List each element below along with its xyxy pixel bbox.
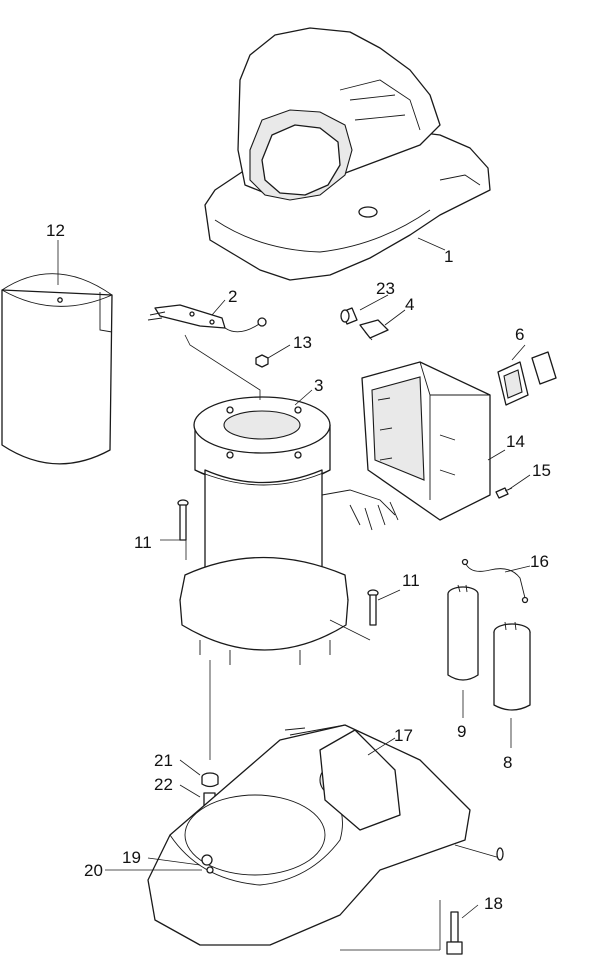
part-bolt-18 xyxy=(446,911,463,955)
part-clip xyxy=(359,319,389,341)
part-capacitor-9 xyxy=(447,584,479,681)
part-motor xyxy=(179,396,399,665)
callout-3: 3 xyxy=(314,376,323,395)
part-base xyxy=(147,724,504,946)
callout-16: 16 xyxy=(530,552,549,571)
callout-23: 23 xyxy=(376,279,395,298)
callout-8: 8 xyxy=(503,753,512,772)
part-capacitor-8 xyxy=(493,621,531,711)
callout-1: 1 xyxy=(444,247,453,266)
part-connector xyxy=(340,307,358,325)
callout-19: 19 xyxy=(122,848,141,867)
callout-6: 6 xyxy=(515,325,524,344)
callout-18: 18 xyxy=(484,894,503,913)
part-bracket xyxy=(147,304,267,333)
callout-13: 13 xyxy=(293,333,312,352)
callout-11-left: 11 xyxy=(134,533,152,552)
leader-lines xyxy=(57,237,531,951)
callout-4: 4 xyxy=(405,295,414,314)
part-wire xyxy=(461,558,529,604)
callout-12: 12 xyxy=(46,221,65,240)
part-housing-cover xyxy=(204,27,491,281)
part-screw-15 xyxy=(495,487,513,499)
callout-2: 2 xyxy=(228,287,237,306)
callout-labels: 1 2 3 4 6 8 9 11 11 12 13 14 15 16 17 18… xyxy=(46,221,551,913)
callout-21: 21 xyxy=(154,751,173,770)
part-bushing xyxy=(201,772,219,788)
callout-11-right: 11 xyxy=(402,571,420,590)
callout-17: 17 xyxy=(394,726,413,745)
callout-20: 20 xyxy=(84,861,103,880)
callout-14: 14 xyxy=(506,432,525,451)
callout-9: 9 xyxy=(457,722,466,741)
part-control-box xyxy=(361,361,491,521)
part-sleeve xyxy=(1,273,113,465)
part-switch xyxy=(497,351,557,406)
part-screw-11-left xyxy=(177,499,189,541)
part-screw-11-right xyxy=(367,589,379,626)
callout-22: 22 xyxy=(154,775,173,794)
part-nut xyxy=(255,354,269,368)
callout-15: 15 xyxy=(532,461,551,480)
